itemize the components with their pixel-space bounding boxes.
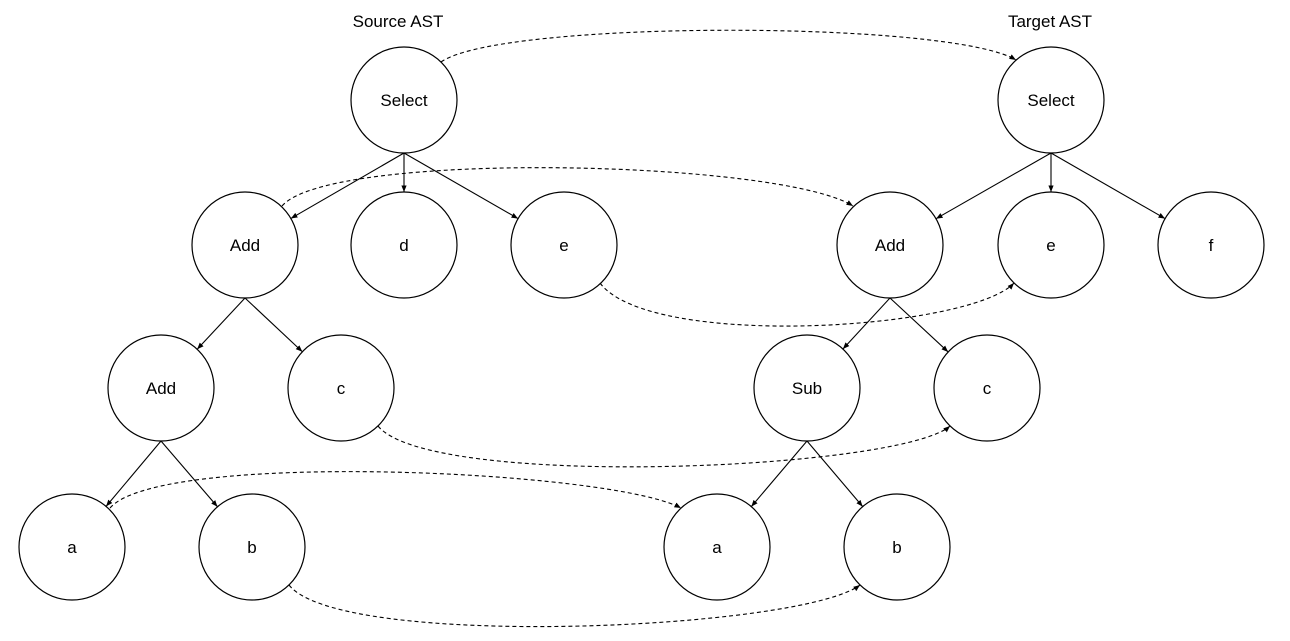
- node-label: c: [337, 379, 346, 398]
- node-label: e: [1046, 236, 1055, 255]
- edge-s_add1-s_c: [244, 297, 303, 353]
- node-circle: [350, 46, 458, 154]
- node-t_c: c: [933, 334, 1041, 442]
- source-tree-title: Source AST: [353, 12, 444, 31]
- node-label: b: [892, 538, 901, 557]
- node-s_d: d: [350, 191, 458, 299]
- node-s_add1: Add: [191, 191, 299, 299]
- node-label: Select: [1027, 91, 1075, 110]
- mapping-s_b-t_b: [288, 584, 861, 628]
- node-s_select: Select: [350, 46, 458, 154]
- node-label: d: [399, 236, 408, 255]
- node-label: a: [712, 538, 722, 557]
- tree-edges: [105, 152, 1166, 508]
- node-t_select: Select: [997, 46, 1105, 154]
- node-circle: [933, 334, 1041, 442]
- edge-s_add2-s_b: [160, 440, 218, 508]
- node-label: Add: [146, 379, 176, 398]
- node-circle: [287, 334, 395, 442]
- node-label: Add: [875, 236, 905, 255]
- edge-s_add2-s_a: [105, 440, 162, 507]
- edge-t_add-t_sub: [842, 297, 891, 350]
- node-circle: [107, 334, 215, 442]
- node-circle: [997, 191, 1105, 299]
- node-circle: [18, 493, 126, 601]
- node-t_add: Add: [836, 191, 944, 299]
- node-circle: [350, 191, 458, 299]
- node-circle: [997, 46, 1105, 154]
- edge-s_select-s_add1: [290, 152, 405, 219]
- node-t_b: b: [843, 493, 951, 601]
- node-circle: [836, 191, 944, 299]
- edge-t_sub-t_b: [806, 440, 864, 507]
- edge-s_add1-s_add2: [196, 297, 246, 350]
- node-t_sub: Sub: [753, 334, 861, 442]
- node-s_b: b: [198, 493, 306, 601]
- node-circle: [1157, 191, 1265, 299]
- edge-s_select-s_e: [403, 152, 519, 220]
- mapping-s_c-t_c: [377, 425, 951, 468]
- mapping-s_add1-t_add: [281, 167, 854, 207]
- node-t_f: f: [1157, 191, 1265, 299]
- edge-t_sub-t_a: [750, 440, 808, 507]
- node-circle: [843, 493, 951, 601]
- edge-t_select-t_f: [1050, 152, 1166, 220]
- edge-t_select-t_add: [935, 152, 1052, 220]
- target-tree-title: Target AST: [1008, 12, 1092, 31]
- node-label: a: [67, 538, 77, 557]
- node-label: Select: [380, 91, 428, 110]
- node-s_e: e: [510, 191, 618, 299]
- node-label: Sub: [792, 379, 822, 398]
- node-circle: [198, 493, 306, 601]
- node-circle: [663, 493, 771, 601]
- node-s_a: a: [18, 493, 126, 601]
- node-circle: [510, 191, 618, 299]
- node-label: Add: [230, 236, 260, 255]
- node-label: c: [983, 379, 992, 398]
- node-circle: [753, 334, 861, 442]
- mapping-s_e-t_e: [599, 282, 1015, 327]
- node-circle: [191, 191, 299, 299]
- edge-t_add-t_c: [889, 297, 949, 353]
- node-label: e: [559, 236, 568, 255]
- mapping-s_select-t_select: [440, 29, 1017, 63]
- mapping-s_a-t_a: [109, 471, 682, 509]
- node-t_e: e: [997, 191, 1105, 299]
- node-t_a: a: [663, 493, 771, 601]
- node-label: b: [247, 538, 256, 557]
- node-mappings: [109, 29, 1017, 628]
- node-label: f: [1209, 236, 1214, 255]
- node-s_c: c: [287, 334, 395, 442]
- node-s_add2: Add: [107, 334, 215, 442]
